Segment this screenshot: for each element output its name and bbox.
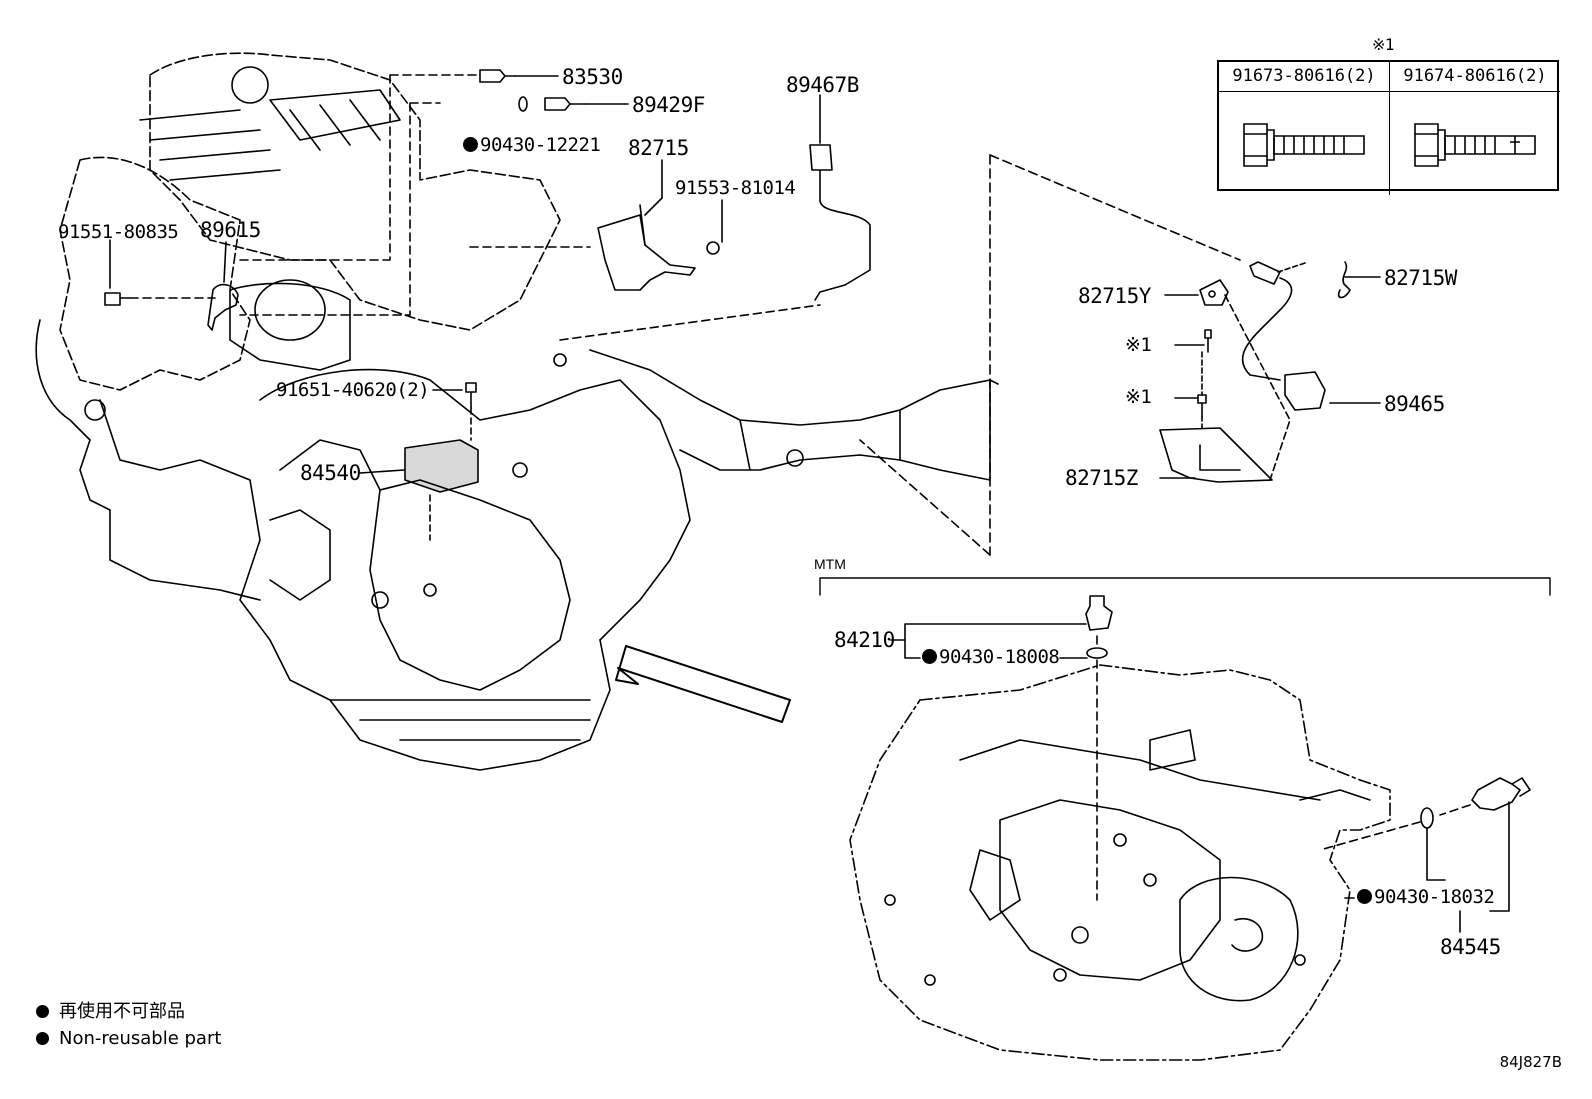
part-label-91553-81014: 91553-81014 bbox=[675, 177, 796, 199]
part-label-90430-18008: 90430-18008 bbox=[922, 648, 1060, 667]
table-mark: ※1 bbox=[1372, 35, 1395, 54]
part-label-90430-12221: 90430-12221 bbox=[463, 136, 601, 155]
table-header-left: 91673-80616(2) bbox=[1219, 62, 1390, 92]
part-label-91651-40620: 91651-40620(2) bbox=[276, 379, 430, 401]
bolt-image-right bbox=[1390, 92, 1560, 195]
non-reusable-dot-icon bbox=[36, 1032, 49, 1045]
part-label-89615: 89615 bbox=[200, 218, 261, 242]
part-label-89467B: 89467B bbox=[786, 73, 859, 97]
table-header-right: 91674-80616(2) bbox=[1390, 62, 1560, 92]
part-label-91551-80835: 91551-80835 bbox=[58, 221, 179, 243]
section-label-mtm: MTM bbox=[814, 556, 846, 572]
non-reusable-dot-icon bbox=[922, 649, 937, 664]
manual-transmission bbox=[849, 664, 1391, 1061]
non-reusable-dot-icon bbox=[36, 1005, 49, 1018]
part-label-89465: 89465 bbox=[1384, 392, 1445, 416]
part-label-84210: 84210 bbox=[834, 628, 895, 652]
part-label-89429F: 89429F bbox=[632, 93, 705, 117]
bolt-reference-table: 91673-80616(2) 91674-80616(2) bbox=[1217, 60, 1560, 195]
non-reusable-dot-icon bbox=[1357, 889, 1372, 904]
part-label-84540: 84540 bbox=[300, 461, 361, 485]
part-label-84545: 84545 bbox=[1440, 935, 1501, 959]
bolt-image-left bbox=[1219, 92, 1390, 195]
bolt-mark-1a: ※1 bbox=[1125, 334, 1152, 356]
part-label-83530: 83530 bbox=[562, 65, 623, 89]
legend-english: Non-reusable part bbox=[36, 1030, 221, 1048]
oxygen-sensor-detail bbox=[1159, 261, 1351, 483]
diagram-reference-code: 84J827B bbox=[1499, 1053, 1562, 1071]
engine-assembly bbox=[35, 52, 991, 771]
part-label-82715W: 82715W bbox=[1384, 266, 1457, 290]
part-label-82715Z: 82715Z bbox=[1065, 466, 1138, 490]
bolt-mark-1b: ※1 bbox=[1125, 386, 1152, 408]
part-label-90430-18032: 90430-18032 bbox=[1357, 888, 1495, 907]
sensor-89429F bbox=[518, 96, 586, 112]
non-reusable-dot-icon bbox=[463, 137, 478, 152]
part-label-82715: 82715 bbox=[628, 136, 689, 160]
sensor-83530 bbox=[479, 69, 516, 83]
legend-japanese: 再使用不可部品 bbox=[36, 1003, 185, 1021]
part-label-82715Y: 82715Y bbox=[1078, 284, 1151, 308]
